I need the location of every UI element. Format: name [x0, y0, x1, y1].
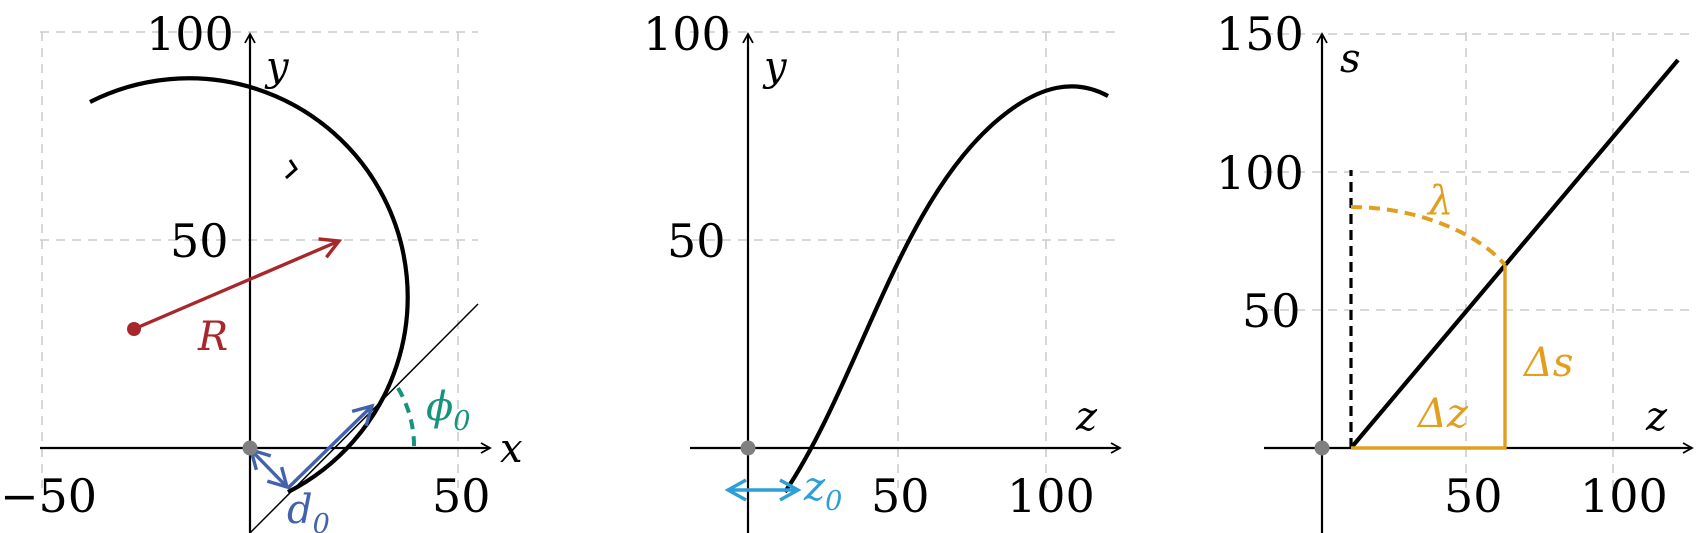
panel-zs-y-tick-100: 100: [1216, 146, 1304, 200]
lambda-label: λ: [1426, 178, 1453, 224]
panel-zs-grid: [1264, 32, 1690, 488]
panel-zs-z-label: z: [1645, 394, 1668, 440]
impact-parameter-subscript: 0: [313, 509, 330, 533]
panel-xy-x-tick-minus50: −50: [0, 469, 97, 523]
phi0-angle-arc: [396, 386, 417, 451]
panel-zy-grid: [690, 31, 1120, 488]
panel-zy: z y 50 100 50 100 z0: [643, 7, 1122, 533]
panel-xy-x-tick-50: 50: [432, 469, 491, 523]
lambda-angle-arc: [1350, 205, 1507, 267]
helix-track-zy: [783, 84, 1110, 494]
panel-xy-grid: [40, 31, 478, 488]
panel-zy-x-tick-100: 100: [1007, 469, 1095, 523]
panel-zs-x-tick-50: 50: [1444, 469, 1503, 523]
delta-z-label: Δz: [1416, 391, 1469, 437]
panel-xy: x y −50 50 50 100 R d0 ϕ0: [0, 7, 523, 533]
panel-zs-y-tick-50: 50: [1242, 284, 1301, 338]
panel-zs-x-tick-100: 100: [1580, 469, 1668, 523]
phi0-symbol: ϕ: [426, 384, 453, 430]
panel-zy-y-tick-100: 100: [643, 7, 731, 61]
panel-zy-origin-dot: [740, 440, 756, 456]
panel-xy-y-tick-50: 50: [170, 214, 229, 268]
panel-zy-y-tick-50: 50: [667, 214, 726, 268]
phi0-subscript: 0: [453, 406, 470, 437]
panel-zs-s-label: s: [1340, 36, 1361, 82]
panel-zy-z-label: z: [1075, 394, 1098, 440]
track-direction-arrow: [284, 159, 298, 180]
impact-parameter-label: d0: [287, 487, 330, 533]
panel-zy-x-tick-50: 50: [871, 469, 930, 523]
radius-label: R: [197, 314, 228, 360]
panel-zy-y-label: y: [762, 44, 788, 90]
phi0-label: ϕ0: [426, 384, 470, 437]
panel-xy-y-tick-100: 100: [146, 7, 234, 61]
momentum-direction-arrow: [286, 403, 375, 490]
z0-symbol: z: [803, 464, 826, 510]
panel-xy-x-label: x: [500, 426, 523, 472]
circle-center-dot: [127, 322, 141, 336]
delta-s-label: Δs: [1522, 340, 1573, 386]
slope-triangle: [1351, 265, 1507, 450]
track-line-zs: [1349, 58, 1680, 450]
helix-track-xy: [89, 76, 410, 494]
panel-zs-origin-dot: [1314, 440, 1330, 456]
panel-xy-y-label: y: [264, 44, 290, 90]
panel-zs: z s 50 100 50 100 150 λ Δz Δs: [1216, 7, 1694, 533]
panel-xy-origin-dot: [242, 440, 258, 456]
impact-parameter-arrow: [248, 447, 290, 490]
radius-arrow: [133, 237, 343, 331]
z0-subscript: 0: [825, 486, 842, 517]
z0-label: z0: [803, 464, 842, 517]
impact-parameter-symbol: d: [287, 487, 313, 533]
panel-zs-y-tick-150: 150: [1216, 7, 1304, 61]
